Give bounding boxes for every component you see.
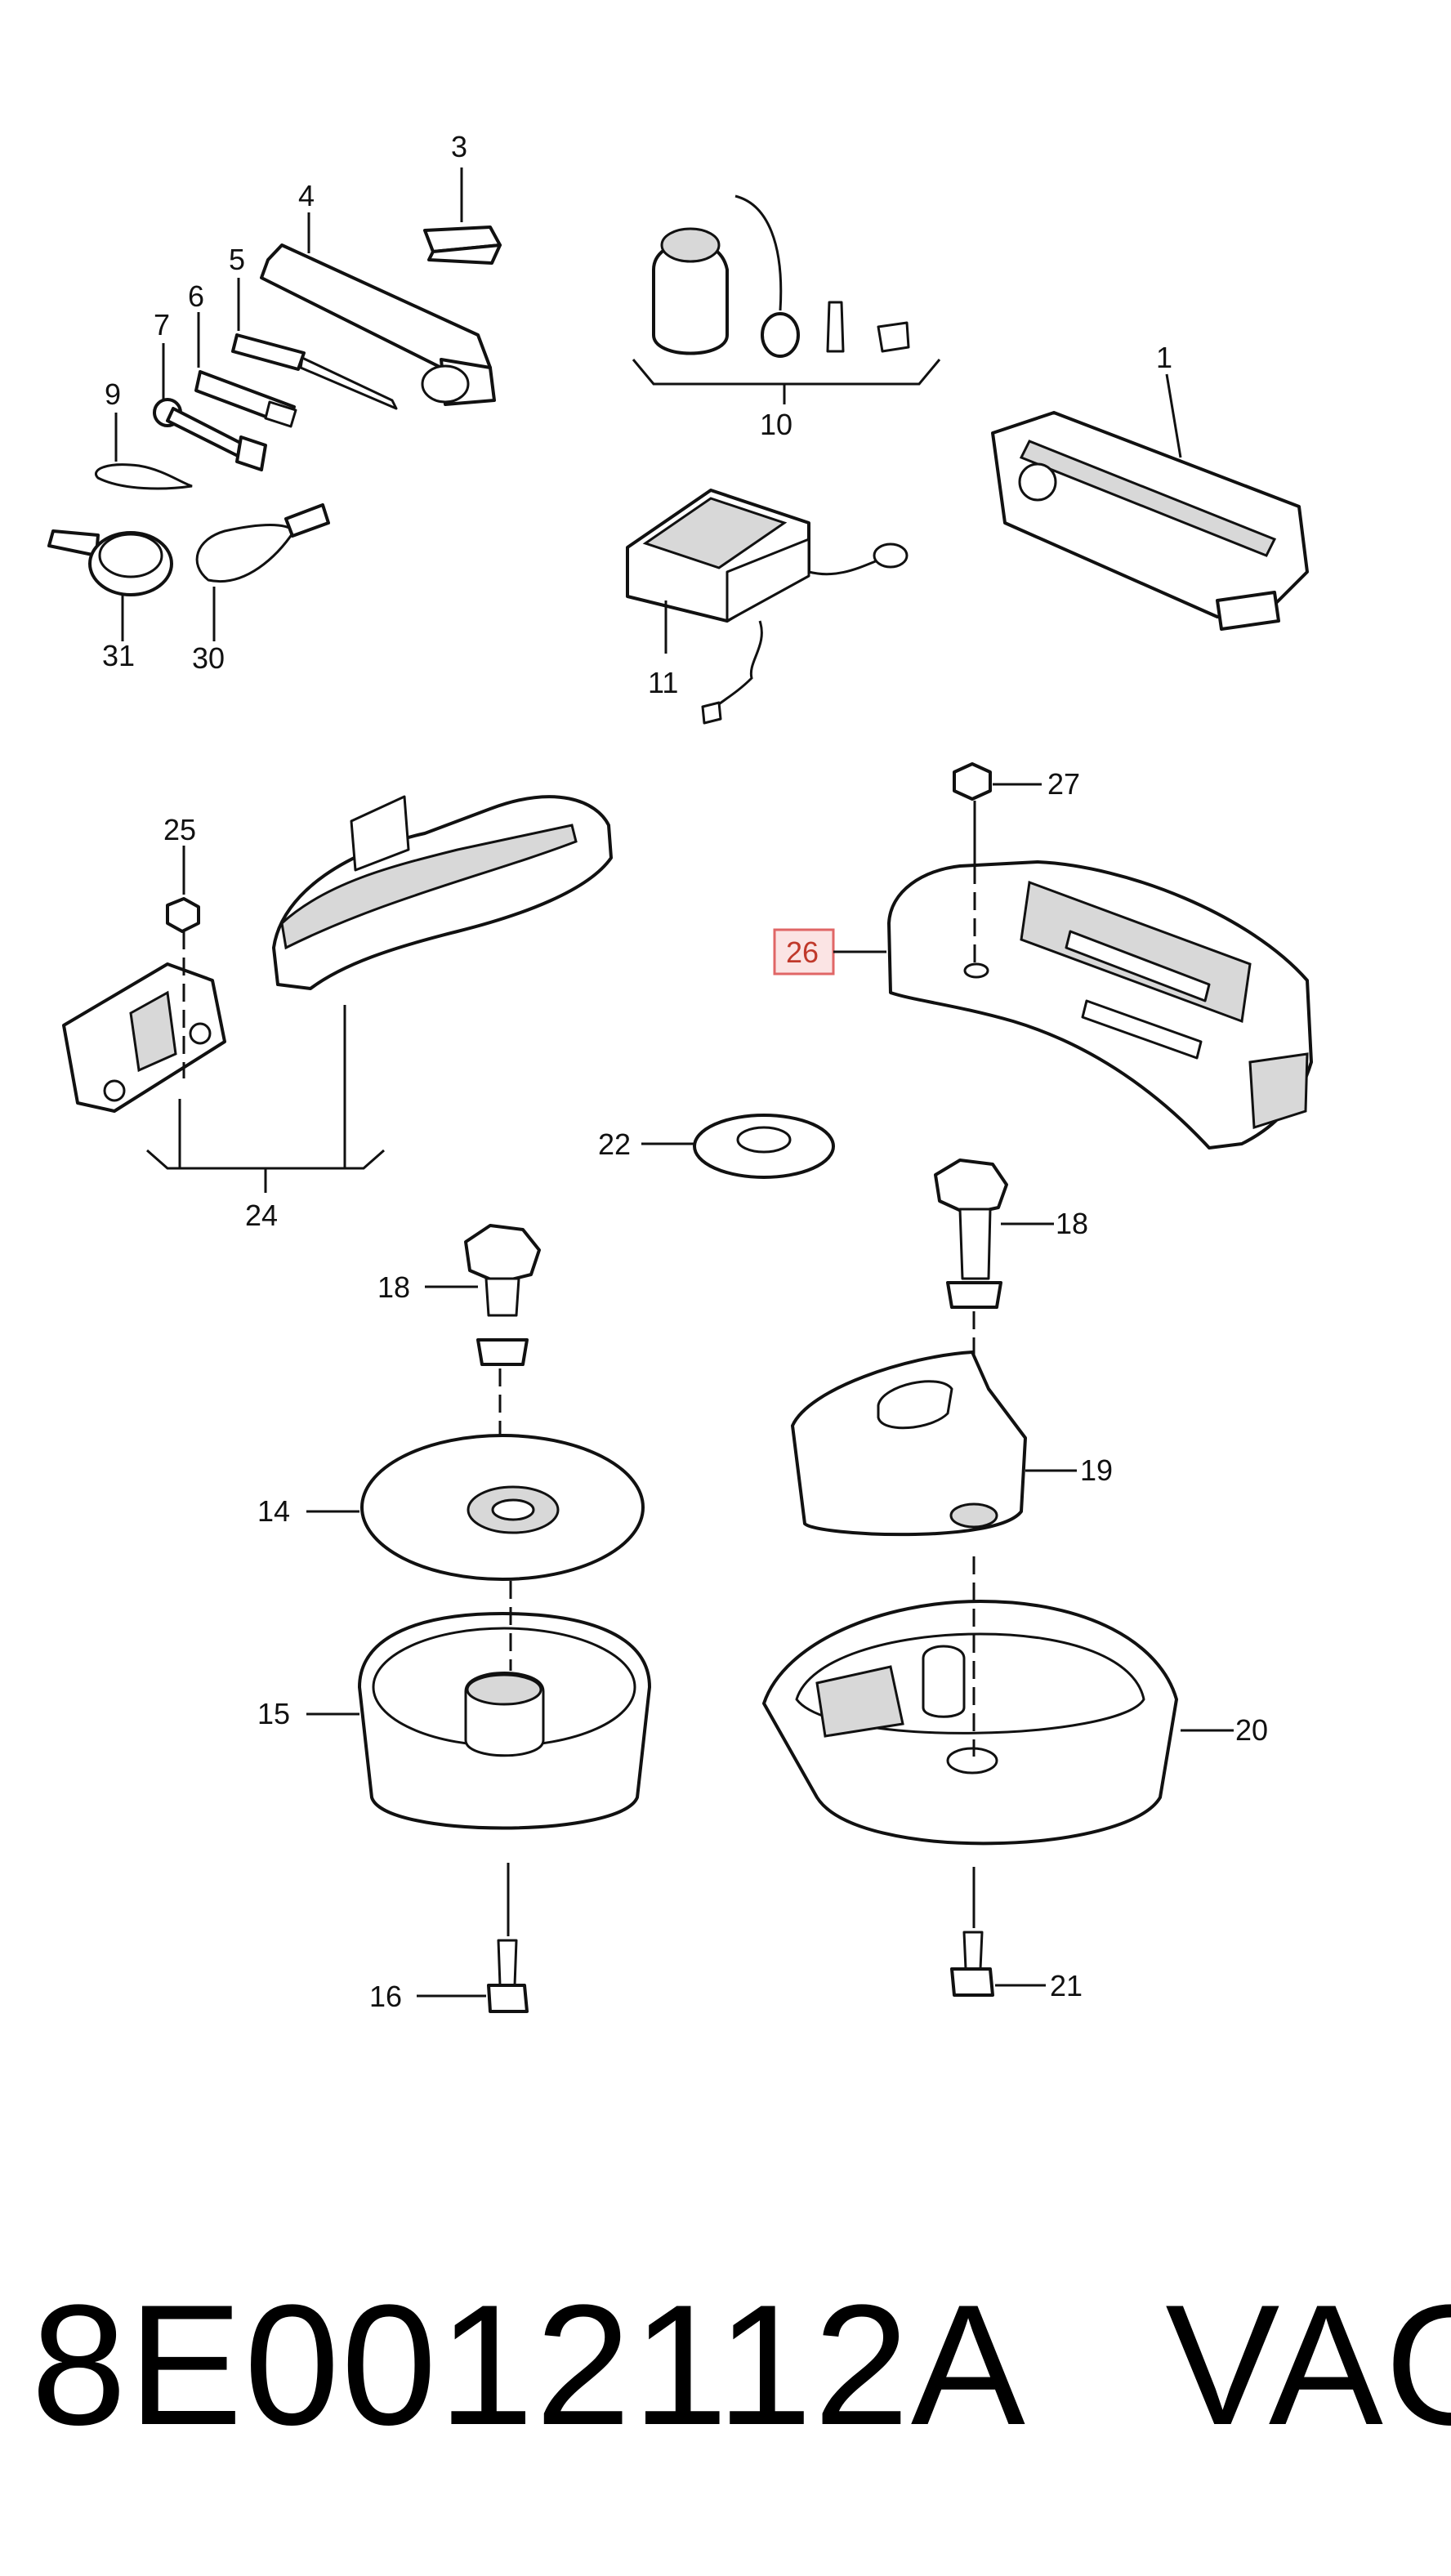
part-22-washer <box>641 1114 835 1179</box>
part-27-nut <box>953 762 1042 866</box>
callout-14: 14 <box>257 1494 290 1528</box>
callout-18b: 18 <box>1056 1207 1088 1240</box>
callout-20: 20 <box>1235 1713 1268 1747</box>
callout-3: 3 <box>451 130 467 163</box>
part-10-tyre-sealant-kit <box>632 194 941 404</box>
footer-caption: 8E0012112A VAG <box>31 2279 1451 2451</box>
part-15-wheel-well-base <box>306 1581 651 1830</box>
part-4-wheel-wrench <box>260 212 496 406</box>
callout-19: 19 <box>1080 1453 1113 1487</box>
brand-name: VAG <box>1165 2269 1451 2461</box>
callout-4: 4 <box>298 179 315 212</box>
part-9-spring-clip <box>95 413 193 490</box>
callout-21: 21 <box>1050 1969 1083 2002</box>
bracket-24 <box>146 1149 385 1170</box>
part-6-tow-eye <box>194 312 297 428</box>
part-18-knob-right <box>934 1159 1054 1381</box>
part-24-foam-insert <box>272 795 613 990</box>
part-31-pressure-gauge <box>47 529 173 641</box>
part-18-knob-left <box>425 1224 541 1462</box>
callout-5: 5 <box>229 243 245 276</box>
part-21-bolt <box>950 1867 1046 1997</box>
part-19-cover-cone <box>791 1351 1077 1537</box>
part-20-wheel-well-tray <box>762 1556 1234 1846</box>
callout-1: 1 <box>1156 341 1172 374</box>
callout-30: 30 <box>192 641 225 675</box>
part-1-car-jack <box>991 373 1309 631</box>
part-26-spare-wheel-cover <box>887 860 1313 1150</box>
part-7-spanner <box>153 343 267 471</box>
part-16-bolt <box>417 1863 529 2013</box>
callout-27: 27 <box>1047 767 1080 801</box>
part-24-bracket <box>62 931 226 1113</box>
callout-16: 16 <box>369 1980 402 2013</box>
part-number: 8E0012112A <box>31 2269 1018 2461</box>
part-3-clip <box>423 167 502 265</box>
callout-26: 26 <box>786 935 819 969</box>
part-30-towing-loop <box>195 503 330 641</box>
callout-11: 11 <box>648 666 678 699</box>
callout-25: 25 <box>163 813 196 846</box>
callout-22: 22 <box>598 1127 631 1161</box>
callout-6: 6 <box>188 279 204 313</box>
callout-9: 9 <box>105 377 121 411</box>
callout-24: 24 <box>245 1199 278 1232</box>
part-14-disc <box>306 1434 645 1581</box>
callout-7: 7 <box>154 308 170 342</box>
part-11-air-compressor <box>626 489 909 725</box>
part-25-nut <box>166 846 200 933</box>
callout-10: 10 <box>760 408 792 441</box>
callout-31: 31 <box>102 639 135 672</box>
callout-18a: 18 <box>377 1270 410 1304</box>
part-5-screwdriver <box>231 278 398 410</box>
callout-15: 15 <box>257 1697 290 1730</box>
